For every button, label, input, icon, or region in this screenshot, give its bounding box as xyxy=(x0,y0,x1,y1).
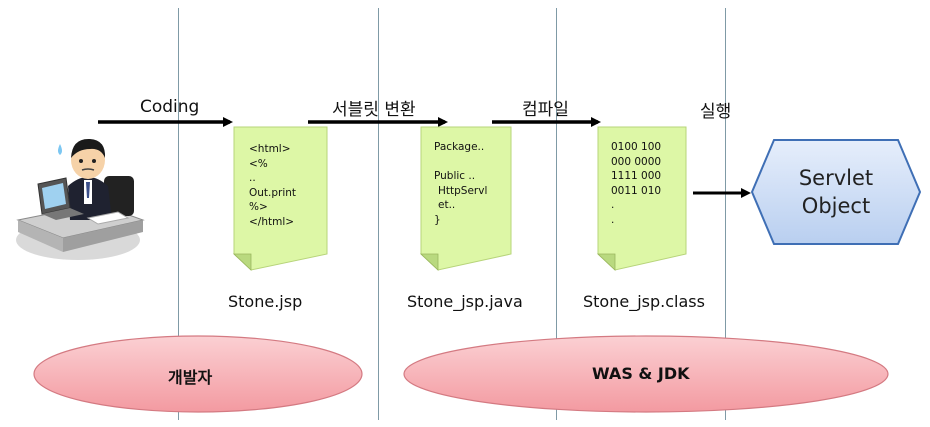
jsp-line-1: <html> xyxy=(249,143,291,155)
java-line-6: } xyxy=(434,213,441,226)
java-line-1: Package.. xyxy=(434,141,485,153)
servlet-object-shape: Servlet Object xyxy=(750,138,922,246)
file-label-class: Stone_jsp.class xyxy=(583,292,705,311)
step-label-servlet-convert: 서블릿 변환 xyxy=(332,100,416,120)
java-source-document: Package.. Public .. HttpServl et.. } xyxy=(420,126,512,271)
class-line-6: . xyxy=(611,213,615,226)
class-line-3: 1111 000 xyxy=(611,170,662,182)
was-jdk-ellipse xyxy=(403,335,889,413)
java-line-3: Public .. xyxy=(434,170,476,182)
class-line-5: . xyxy=(611,199,615,211)
servlet-object-line-2: Object xyxy=(801,194,871,218)
divider-line-3 xyxy=(556,8,557,420)
class-line-4: 0011 010 xyxy=(611,184,662,197)
class-line-1: 0100 100 xyxy=(611,141,662,153)
jsp-line-3: .. xyxy=(249,172,256,184)
group-label-developer: 개발자 xyxy=(168,368,213,387)
divider-line-1 xyxy=(178,8,179,420)
step-label-compile: 컴파일 xyxy=(522,100,569,120)
java-line-2 xyxy=(434,155,487,170)
developer-ellipse xyxy=(33,335,363,413)
group-ellipses xyxy=(33,335,889,413)
class-bytecode-document: 0100 100 000 0000 1111 000 0011 010 . . xyxy=(597,126,687,271)
jsp-line-6: </html> xyxy=(249,215,295,228)
developer-at-desk-icon xyxy=(8,128,158,268)
step-label-execute: 실행 xyxy=(700,102,732,122)
step-label-coding: Coding xyxy=(140,97,200,117)
servlet-object-line-1: Servlet xyxy=(798,166,874,190)
java-line-5: et.. xyxy=(438,199,456,211)
file-label-jsp: Stone.jsp xyxy=(228,292,303,311)
group-label-was-jdk: WAS & JDK xyxy=(592,364,690,383)
divider-line-4 xyxy=(725,8,726,420)
jsp-line-4: Out.print xyxy=(249,186,297,199)
jsp-line-2: <% xyxy=(249,157,268,170)
java-line-4: HttpServl xyxy=(438,184,488,197)
file-label-java: Stone_jsp.java xyxy=(407,292,523,311)
divider-line-2 xyxy=(378,8,379,420)
class-line-2: 000 0000 xyxy=(611,155,662,168)
jsp-line-5: %> xyxy=(249,201,268,213)
jsp-source-document: <html> <% .. Out.print %> </html> xyxy=(233,126,328,271)
